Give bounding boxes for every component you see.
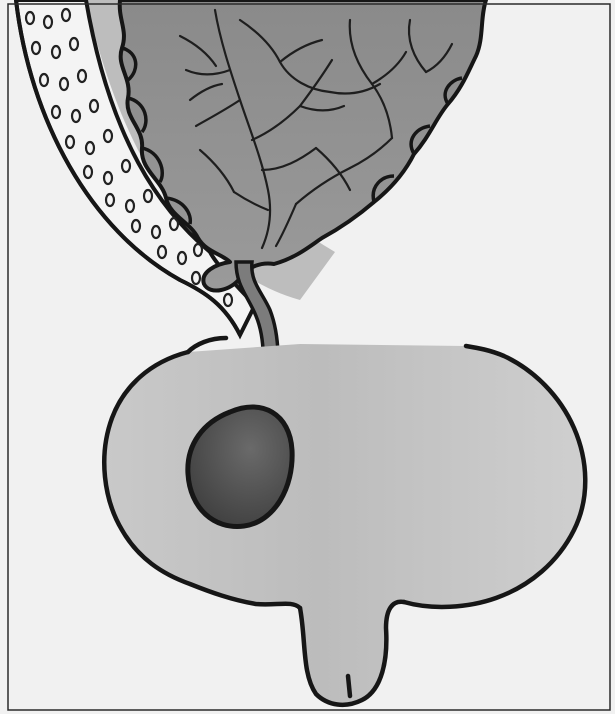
anatomical-sketch	[0, 0, 615, 714]
figure-frame	[0, 0, 615, 714]
